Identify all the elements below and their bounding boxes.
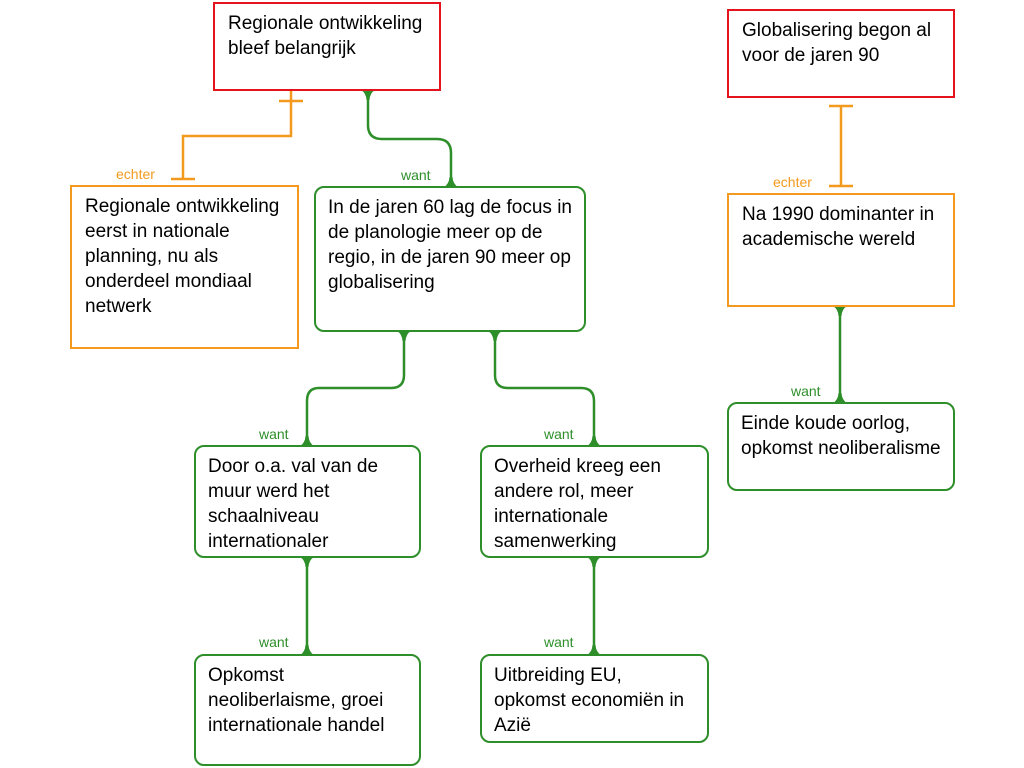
- connector-joint: [488, 331, 502, 341]
- connector-joint: [444, 177, 458, 187]
- main-claim-box[interactable]: Regionale ontwikkeling bleef belangrijk: [213, 2, 441, 91]
- reason-box-trade[interactable]: Opkomst neoliberlaisme, groei internatio…: [194, 654, 421, 766]
- connector-joint: [587, 436, 601, 446]
- want-label: want: [257, 426, 291, 442]
- connector-echter-main: [181, 91, 293, 178]
- echter-label: echter: [771, 174, 814, 190]
- connector-want-wall: [305, 332, 406, 445]
- connector-want-government: [493, 332, 596, 445]
- want-label: want: [257, 634, 291, 650]
- side-objection-box[interactable]: Na 1990 dominanter in academische wereld: [727, 193, 955, 307]
- echter-label: echter: [114, 166, 157, 182]
- objection-box[interactable]: Regionale ontwikkeling eerst in national…: [70, 185, 299, 349]
- reason-box-main[interactable]: In de jaren 60 lag de focus in de planol…: [314, 186, 586, 332]
- connector-joint: [397, 331, 411, 341]
- connector-joint: [361, 90, 375, 100]
- want-label: want: [789, 383, 823, 399]
- connector-joint: [300, 557, 314, 567]
- connector-joint: [833, 306, 847, 316]
- connector-joint: [833, 393, 847, 403]
- connector-joint: [300, 645, 314, 655]
- want-label: want: [542, 634, 576, 650]
- reason-box-government[interactable]: Overheid kreeg een andere rol, meer inte…: [480, 445, 709, 558]
- want-label: want: [542, 426, 576, 442]
- want-label: want: [399, 167, 433, 183]
- reason-box-eu[interactable]: Uitbreiding EU, opkomst economiën in Azi…: [480, 654, 709, 743]
- side-claim-box[interactable]: Globalisering begon al voor de jaren 90: [727, 9, 955, 98]
- side-reason-box[interactable]: Einde koude oorlog, opkomst neoliberalis…: [727, 402, 955, 491]
- connector-joint: [300, 436, 314, 446]
- reason-box-wall[interactable]: Door o.a. val van de muur werd het schaa…: [194, 445, 421, 558]
- connector-joint: [587, 557, 601, 567]
- connector-joint: [587, 645, 601, 655]
- connector-want-main: [366, 91, 453, 186]
